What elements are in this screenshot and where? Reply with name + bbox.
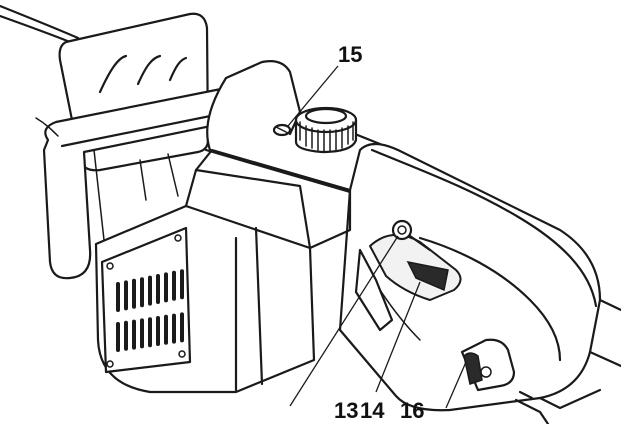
- vent-panel: [100, 226, 192, 374]
- vent-slot: [132, 319, 136, 350]
- leader-lines: [287, 65, 467, 409]
- leader-14: [375, 281, 421, 393]
- vent-slot: [116, 322, 120, 352]
- vent-slot: [124, 320, 128, 351]
- callout-15: 15: [338, 42, 362, 67]
- callout-14: 14: [360, 398, 385, 423]
- chain-tension-screw: [272, 123, 292, 137]
- vent-slot: [164, 272, 168, 303]
- vent-slot: [148, 317, 152, 348]
- leader-13: [289, 235, 399, 407]
- power-cable: [0, 4, 80, 44]
- vent-slot: [156, 274, 160, 304]
- vent-slot: [172, 270, 176, 301]
- oil-cap: [294, 106, 358, 154]
- vent-slot: [156, 316, 160, 346]
- leader-16: [445, 361, 467, 409]
- vent-slot: [132, 278, 136, 309]
- callout-16: 16: [400, 398, 424, 423]
- switch-button: [460, 338, 516, 392]
- vent-slots-upper: [116, 269, 184, 312]
- rear-handle-housing: [338, 142, 621, 412]
- vent-slots-lower: [116, 312, 184, 352]
- vent-slot: [172, 313, 176, 344]
- vent-slot: [180, 269, 184, 300]
- vent-slot: [124, 280, 128, 311]
- vent-slot: [140, 277, 144, 308]
- callout-13: 13: [334, 398, 358, 423]
- vent-slot: [148, 275, 152, 306]
- vent-slot: [140, 318, 144, 349]
- lock-off-button: [391, 219, 432, 252]
- guide-bar-hint: [514, 390, 550, 424]
- trigger-area: [354, 234, 462, 332]
- vent-slot: [180, 312, 184, 343]
- vent-slot: [164, 314, 168, 345]
- leader-15: [287, 65, 339, 127]
- vent-slot: [116, 282, 120, 312]
